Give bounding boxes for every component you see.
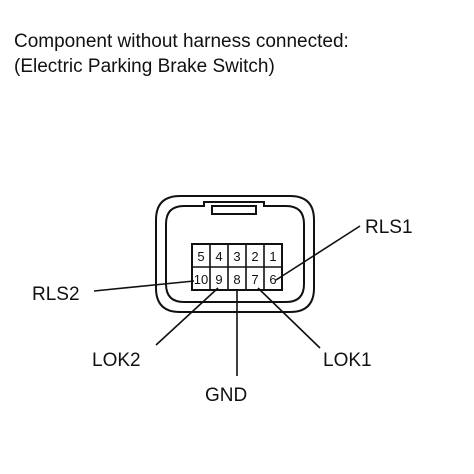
leader-rls1 <box>275 225 361 281</box>
label-rls2: RLS2 <box>32 284 80 305</box>
diagram-title: Component without harness connected: <box>14 31 349 52</box>
pin-9: 9 <box>215 272 222 287</box>
component-name: (Electric Parking Brake Switch) <box>14 56 275 77</box>
pin-10: 10 <box>194 272 208 287</box>
pin-3: 3 <box>233 249 240 264</box>
leader-rls2 <box>93 280 195 292</box>
pin-6: 6 <box>269 272 276 287</box>
label-lok2: LOK2 <box>92 350 141 371</box>
label-rls1: RLS1 <box>365 217 413 238</box>
connector-latch <box>211 205 257 215</box>
label-gnd: GND <box>205 385 247 406</box>
pin-grid: 5 4 3 2 1 10 9 8 7 6 <box>191 243 283 291</box>
label-lok1: LOK1 <box>323 350 372 371</box>
leader-lok2 <box>155 287 219 346</box>
pin-8: 8 <box>233 272 240 287</box>
pin-2: 2 <box>251 249 258 264</box>
leader-lok1 <box>257 287 321 349</box>
pin-5: 5 <box>197 249 204 264</box>
pin-4: 4 <box>215 249 222 264</box>
pin-7: 7 <box>251 272 258 287</box>
pin-1: 1 <box>269 249 276 264</box>
